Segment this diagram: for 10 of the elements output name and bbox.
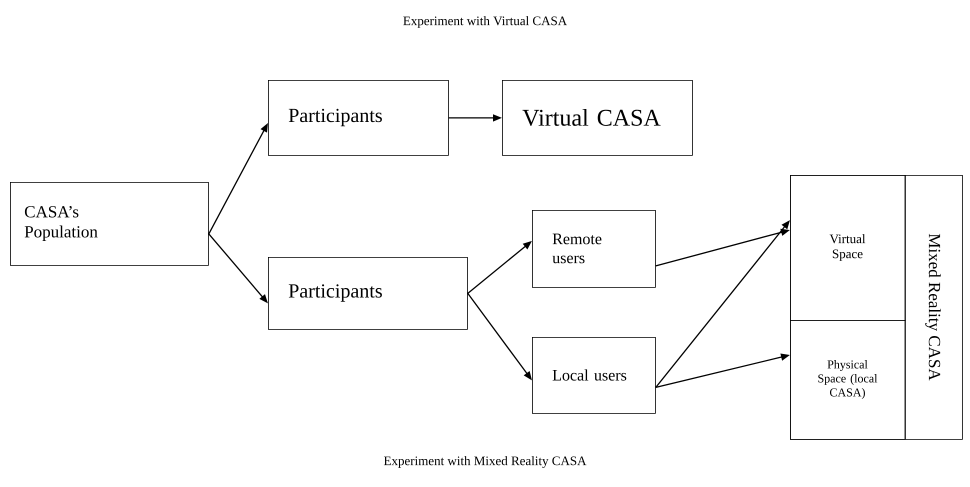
process-box: Virtual CASA xyxy=(502,80,693,156)
process-box: Remote users xyxy=(532,210,656,288)
process-box: Physical Space (local CASA) xyxy=(790,320,906,440)
process-box: Participants xyxy=(268,257,468,330)
process-box: Virtual Space xyxy=(790,175,906,321)
title: Experiment with Virtual CASA xyxy=(403,16,568,28)
process-box: CASA’s Population xyxy=(10,182,209,266)
caption: Experiment with Mixed Reality CASA xyxy=(384,456,586,468)
process-box: Local users xyxy=(532,337,656,414)
process-box: Participants xyxy=(268,80,449,156)
